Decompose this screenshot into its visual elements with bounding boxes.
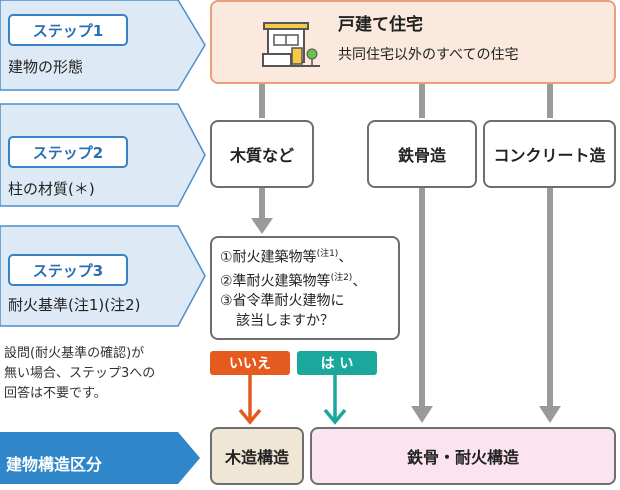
question-line-3: ③省令準耐火建物に [220, 293, 345, 310]
structure-classification-label: 建物構造区分 [6, 455, 103, 474]
final-chevron [0, 432, 200, 484]
answer-no-tag: いいえ [210, 351, 290, 375]
step1-label: ステップ1 [8, 14, 128, 46]
note-line: 設問(耐火基準の確認)が [4, 346, 145, 361]
question-line-2: ②準耐火建築物等(注2)、 [220, 272, 367, 290]
housing-type-title: 戸建て住宅 [338, 15, 423, 35]
house-icon [262, 22, 320, 67]
result-steel-fireproof-structure: 鉄骨・耐火構造 [310, 427, 616, 485]
step3-label: ステップ3 [8, 254, 128, 286]
arrow-yes-head [323, 408, 347, 425]
fire-resistance-question-box: ①耐火建築物等(注1)、 ②準耐火建築物等(注2)、 ③省令準耐火建物に 該当し… [210, 236, 400, 340]
material-steel-box: 鉄骨造 [367, 120, 477, 188]
arrowhead-steel-result [411, 406, 433, 423]
arrowhead-wood-question [251, 218, 273, 234]
arrow-no-head [238, 408, 262, 425]
note-line: 無い場合、ステップ3への [4, 366, 156, 381]
housing-type-subtitle: 共同住宅以外のすべての住宅 [338, 47, 519, 63]
material-wood-box: 木質など [210, 120, 314, 188]
question-line-1: ①耐火建築物等(注1)、 [220, 249, 353, 266]
note-line: 回答は不要です。 [4, 386, 107, 401]
result-wood-structure: 木造構造 [210, 427, 304, 485]
step1-description: 建物の形態 [8, 58, 84, 76]
step2-description: 柱の材質(＊) [8, 180, 95, 198]
step2-label: ステップ2 [8, 136, 128, 168]
answer-yes-tag: は い [297, 351, 377, 375]
arrowhead-concrete-result [539, 406, 561, 423]
step3-description: 耐火基準(注1)(注2) [8, 296, 141, 314]
material-concrete-box: コンクリート造 [483, 120, 616, 188]
step3-note: 設問(耐火基準の確認)が 無い場合、ステップ3への 回答は不要です。 [4, 344, 194, 404]
question-line-4: 該当しますか？ [236, 313, 334, 330]
